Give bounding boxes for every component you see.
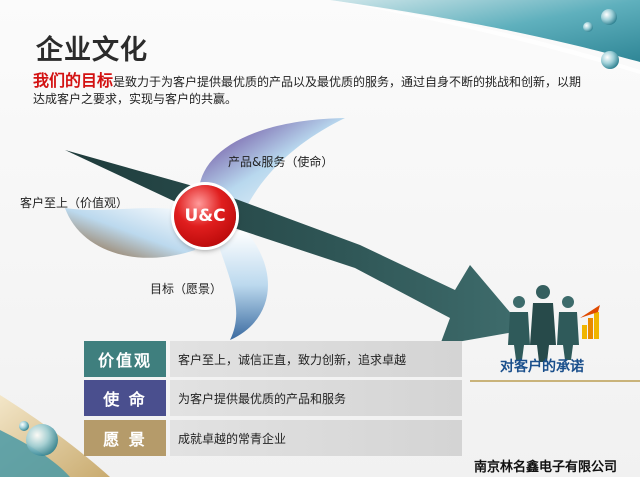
row-text-values: 客户至上，诚信正直，致力创新，追求卓越 — [170, 341, 462, 377]
subtitle: 我们的目标是致力于为客户提供最优质的产品以及最优质的服务，通过自身不断的挑战和创… — [33, 72, 593, 108]
petal-label-vision: 目标（愿景） — [150, 282, 223, 296]
people-group-shape — [508, 285, 600, 362]
center-badge: U&C — [174, 185, 236, 247]
page-title: 企业文化 — [36, 35, 148, 66]
promise-label: 对客户的承诺 — [500, 359, 584, 375]
subtitle-highlight: 我们的目标 — [33, 71, 114, 90]
row-label-mission: 使 命 — [84, 380, 166, 416]
petal-values-shape — [65, 208, 200, 258]
row-text-mission: 为客户提供最优质的产品和服务 — [170, 380, 462, 416]
company-name: 南京林名鑫电子有限公司 — [474, 460, 618, 475]
row-label-vision: 愿 景 — [84, 420, 166, 456]
petal-mission-shape — [198, 118, 345, 210]
petal-label-values: 客户至上（价值观） — [20, 196, 129, 210]
petal-label-mission: 产品&服务（使命） — [228, 155, 334, 169]
subtitle-text: 是致力于为客户提供最优质的产品以及最优质的服务，通过自身不断的挑战和创新，以期达… — [33, 75, 582, 106]
row-text-vision: 成就卓越的常青企业 — [170, 420, 462, 456]
petal-vision-shape — [215, 230, 268, 340]
row-label-values: 价值观 — [84, 341, 166, 377]
